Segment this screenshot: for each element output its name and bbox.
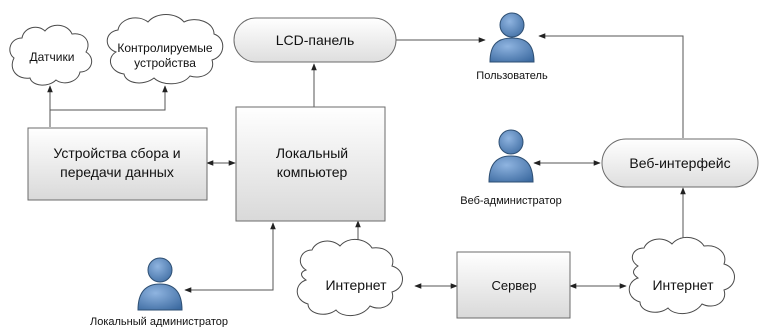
edge-localadmin-localpc (184, 222, 276, 293)
internet-left-label: Интернет (325, 277, 387, 293)
user-label: Пользователь (476, 70, 548, 82)
internet-left-cloud: Интернет (296, 239, 403, 316)
local-admin-person-icon: Локальный администратор (90, 257, 228, 328)
web-admin-person-icon: Веб-администратор (460, 129, 562, 207)
edge-user-webinterface (538, 33, 684, 138)
acquisition-box: Устройства сбора и передачи данных (27, 127, 208, 201)
server-label: Сервер (491, 278, 536, 293)
internet-right-cloud: Интернет (628, 237, 735, 314)
user-person-icon: Пользователь (476, 12, 548, 82)
lcd-panel-label: LCD-панель (276, 32, 355, 48)
local-pc-label-line1: Локальный (276, 145, 348, 161)
acquisition-label-line2: передачи данных (60, 164, 174, 180)
internet-right-label: Интернет (652, 277, 714, 293)
local-admin-label: Локальный администратор (90, 316, 228, 327)
lcd-panel-box: LCD-панель (233, 17, 397, 63)
edge-acquisition-controlled (50, 85, 168, 111)
controlled-devices-cloud: Контролируемые устройства (106, 14, 224, 85)
web-interface-label: Веб-интерфейс (629, 155, 730, 171)
web-interface-box: Веб-интерфейс (601, 138, 759, 188)
local-pc-box: Локальный компьютер (235, 106, 386, 222)
server-box: Сервер (456, 251, 571, 319)
web-admin-label: Веб-администратор (460, 195, 561, 207)
local-pc-label-line2: компьютер (277, 164, 348, 180)
sensors-cloud: Датчики (9, 24, 93, 86)
sensors-label: Датчики (30, 50, 75, 64)
controlled-devices-label-line2: устройства (134, 56, 196, 70)
acquisition-label-line1: Устройства сбора и (53, 145, 180, 161)
controlled-devices-label-line1: Контролируемые (117, 41, 213, 55)
